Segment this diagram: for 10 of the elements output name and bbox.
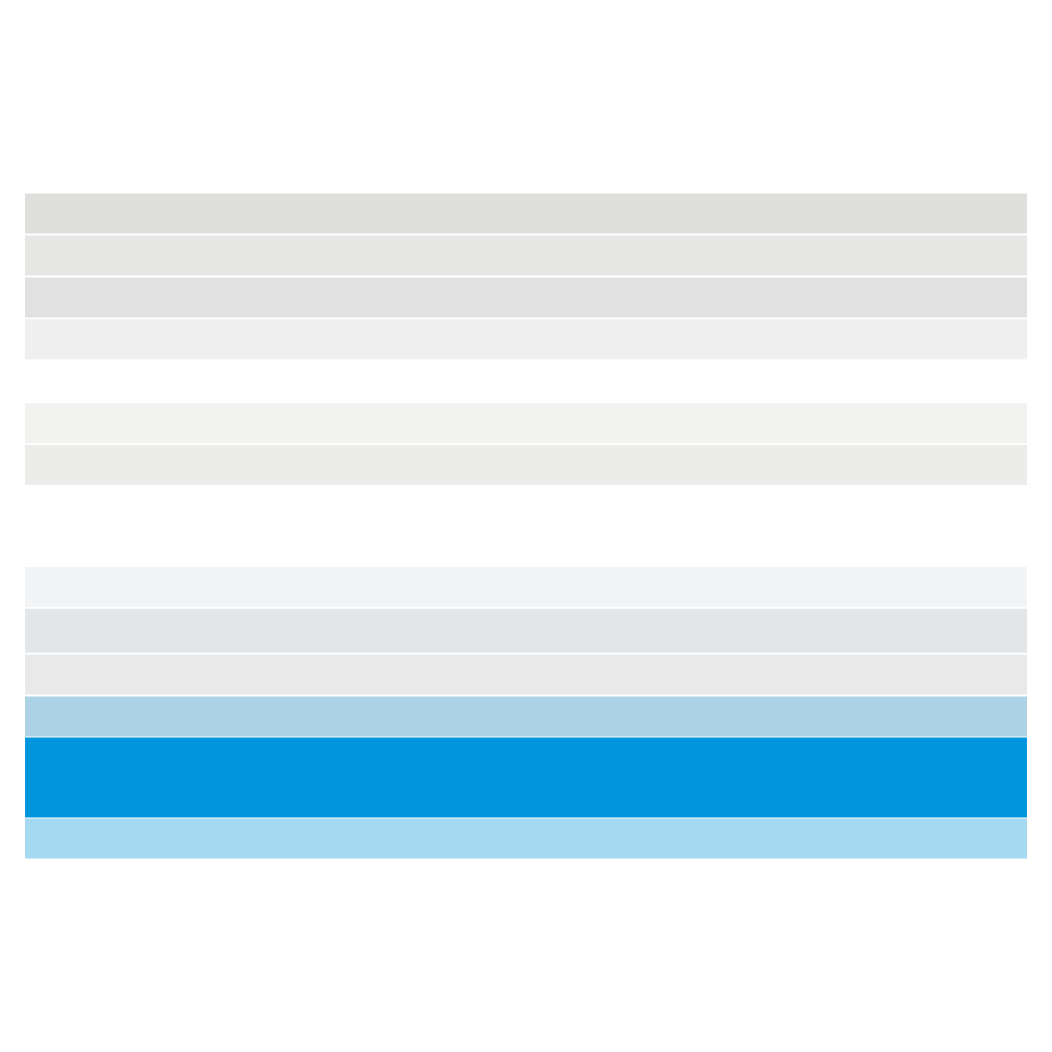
node-bar bbox=[25, 319, 1027, 360]
node-bar bbox=[25, 608, 1027, 653]
node-bar bbox=[25, 277, 1027, 318]
node-bar bbox=[25, 566, 1027, 607]
node-bar bbox=[25, 193, 1027, 234]
node-bar bbox=[25, 737, 1027, 818]
node-bar bbox=[25, 654, 1027, 695]
node-bar bbox=[25, 235, 1027, 276]
node-bar bbox=[25, 818, 1027, 859]
node-bar bbox=[25, 696, 1027, 737]
